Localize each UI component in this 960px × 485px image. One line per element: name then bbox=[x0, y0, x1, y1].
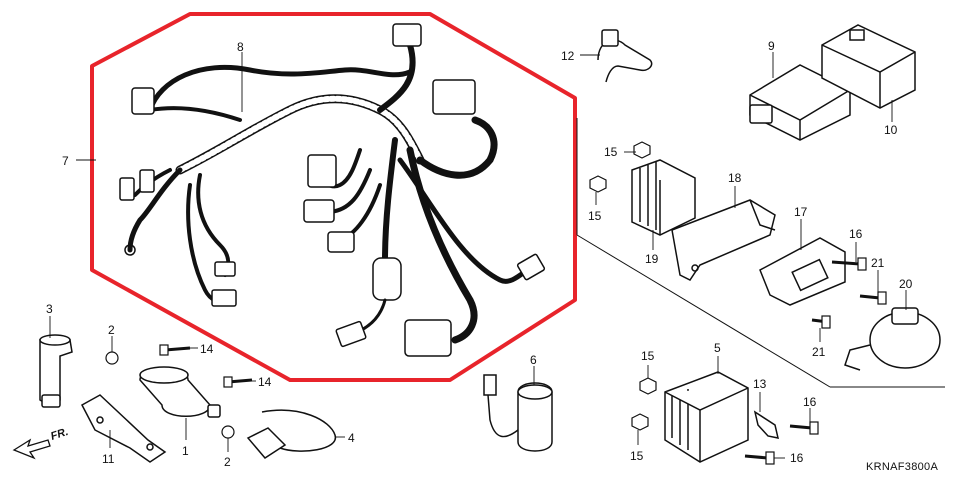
callout-16-lower: 16 bbox=[790, 451, 804, 465]
callout-15-left: 15 bbox=[588, 209, 602, 223]
reference-code: KRNAF3800A bbox=[866, 461, 938, 473]
callout-2-lower: 2 bbox=[224, 455, 231, 469]
callout-11: 11 bbox=[102, 452, 115, 466]
cover-part bbox=[821, 24, 916, 109]
fasteners bbox=[105, 141, 887, 465]
stay-plate-part bbox=[759, 237, 846, 306]
callout-12: 12 bbox=[561, 49, 575, 63]
section-divider-lines bbox=[576, 118, 945, 388]
front-direction-label: FR. bbox=[49, 426, 70, 443]
callout-21-upper: 21 bbox=[871, 256, 885, 270]
harness-highlight-outline bbox=[90, 12, 577, 382]
callout-17: 17 bbox=[794, 205, 808, 219]
callout-4: 4 bbox=[348, 431, 355, 445]
callout-1: 1 bbox=[182, 444, 189, 458]
callout-9: 9 bbox=[768, 39, 775, 53]
band-clip-part bbox=[597, 29, 653, 83]
callout-15-top: 15 bbox=[604, 145, 618, 159]
callout-7: 7 bbox=[62, 154, 69, 168]
callout-16-upper: 16 bbox=[849, 227, 863, 241]
coil-bracket-part bbox=[80, 394, 167, 463]
wire-harness-part bbox=[119, 23, 546, 357]
callout-10: 10 bbox=[884, 123, 898, 137]
plug-cap-part bbox=[39, 334, 73, 408]
ignition-coil-part bbox=[139, 366, 221, 418]
plug-wire-part bbox=[246, 409, 336, 459]
callout-13: 13 bbox=[753, 377, 767, 391]
regulator-part bbox=[631, 159, 696, 236]
callout-15-lower-top: 15 bbox=[641, 349, 655, 363]
callout-19: 19 bbox=[645, 252, 659, 266]
clip-part-13 bbox=[753, 410, 779, 439]
callout-14-upper: 14 bbox=[200, 342, 214, 356]
callout-6: 6 bbox=[530, 353, 537, 367]
callout-16-mid: 16 bbox=[803, 395, 817, 409]
regulator-unit-part bbox=[664, 371, 749, 463]
leader-lines bbox=[49, 52, 907, 459]
condenser-part bbox=[483, 374, 553, 452]
callout-2-upper: 2 bbox=[108, 323, 115, 337]
callout-3: 3 bbox=[46, 302, 53, 316]
callout-numbers: 8 7 12 9 10 15 15 18 17 16 21 20 19 21 3… bbox=[46, 39, 913, 469]
bracket-part bbox=[671, 199, 776, 281]
callout-20: 20 bbox=[899, 277, 913, 291]
control-unit-part bbox=[749, 64, 851, 141]
callout-21-lower: 21 bbox=[812, 345, 826, 359]
callout-14-lower: 14 bbox=[258, 375, 272, 389]
front-direction-arrow: FR. bbox=[12, 426, 70, 460]
callout-18: 18 bbox=[728, 171, 742, 185]
horn-part bbox=[844, 307, 941, 371]
callout-15-lower-bottom: 15 bbox=[630, 449, 644, 463]
callout-5: 5 bbox=[714, 341, 721, 355]
callout-8: 8 bbox=[237, 40, 244, 54]
